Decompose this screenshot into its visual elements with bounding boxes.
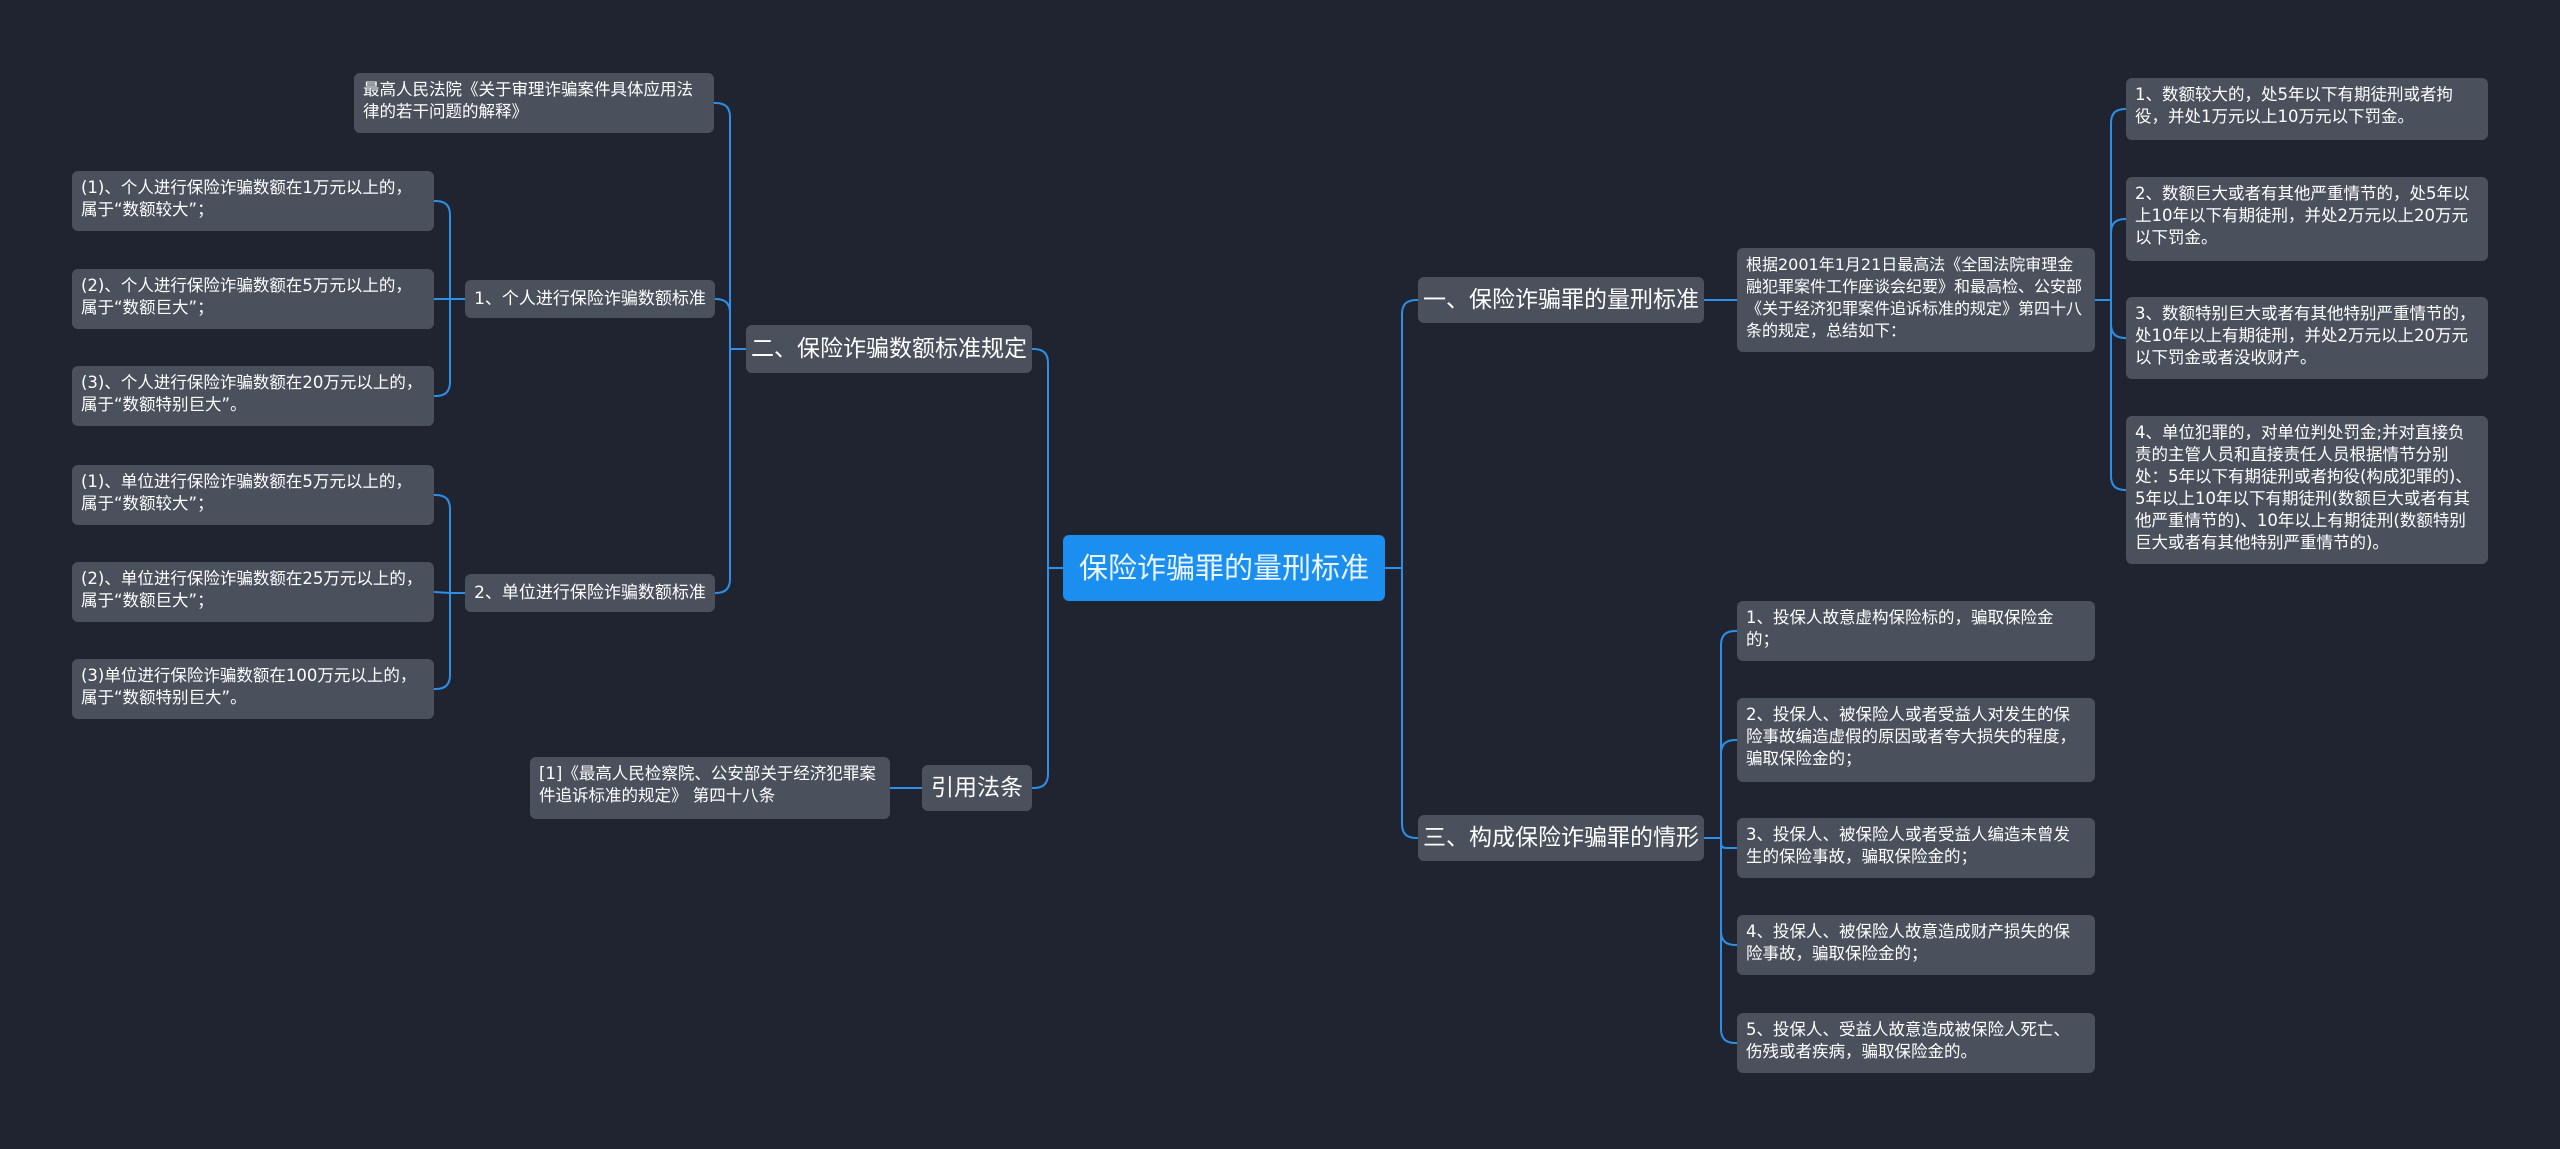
personal-item-2[interactable]: (2)、个人进行保险诈骗数额在5万元以上的，属于“数额巨大”； (72, 269, 434, 329)
unit-amount-standard[interactable]: 2、单位进行保险诈骗数额标准 (465, 574, 715, 612)
connector (2110, 300, 2126, 339)
personal-item-1[interactable]: (1)、个人进行保险诈骗数额在1万元以上的，属于“数额较大”； (72, 171, 434, 231)
connector (2110, 300, 2126, 491)
connector (1720, 739, 1737, 838)
connector (1720, 630, 1737, 838)
connector (1720, 838, 1737, 946)
amount-standard-source[interactable]: 最高人民法院《关于审理诈骗案件具体应用法律的若干问题的解释》 (354, 73, 714, 133)
branch-constituting-cases[interactable]: 三、构成保险诈骗罪的情形 (1418, 815, 1704, 861)
connector (2110, 218, 2126, 300)
branch-amount-standard[interactable]: 二、保险诈骗数额标准规定 (746, 325, 1032, 373)
connector (434, 200, 451, 299)
case-item-1[interactable]: 1、投保人故意虚构保险标的，骗取保险金的； (1737, 601, 2095, 661)
unit-item-1[interactable]: (1)、单位进行保险诈骗数额在5万元以上的，属于“数额较大”； (72, 465, 434, 525)
cited-law-item-1[interactable]: [1]《最高人民检察院、公安部关于经济犯罪案件追诉标准的规定》 第四十八条 (530, 757, 890, 819)
connector (1401, 299, 1418, 568)
connector (434, 593, 451, 690)
connector (433, 591, 451, 594)
case-item-4[interactable]: 4、投保人、被保险人故意造成财产损失的保险事故，骗取保险金的； (1737, 915, 2095, 975)
connector (1401, 568, 1418, 839)
sentencing-item-4[interactable]: 4、单位犯罪的，对单位判处罚金;并对直接负责的主管人员和直接责任人员根据情节分别… (2126, 416, 2488, 564)
connector (1032, 348, 1049, 568)
connector (1720, 838, 1737, 849)
connector (714, 102, 731, 349)
sentencing-item-3[interactable]: 3、数额特别巨大或者有其他特别严重情节的，处10年以上有期徒刑，并处2万元以上2… (2126, 297, 2488, 379)
branch-cited-laws[interactable]: 引用法条 (922, 765, 1032, 811)
unit-item-3[interactable]: (3)单位进行保险诈骗数额在100万元以上的，属于“数额特别巨大”。 (72, 659, 434, 719)
case-item-3[interactable]: 3、投保人、被保险人或者受益人编造未曾发生的保险事故，骗取保险金的； (1737, 818, 2095, 878)
case-item-5[interactable]: 5、投保人、受益人故意造成被保险人死亡、伤残或者疾病，骗取保险金的。 (1737, 1013, 2095, 1073)
connector (1720, 838, 1737, 1044)
unit-item-2[interactable]: (2)、单位进行保险诈骗数额在25万元以上的，属于“数额巨大”； (72, 562, 434, 622)
connector (1032, 568, 1049, 789)
sentencing-summary[interactable]: 根据2001年1月21日最高法《全国法院审理金融犯罪案件工作座谈会纪要》和最高检… (1737, 248, 2095, 352)
sentencing-item-1[interactable]: 1、数额较大的，处5年以下有期徒刑或者拘役，并处1万元以上10万元以下罚金。 (2126, 78, 2488, 140)
branch-sentencing-standard[interactable]: 一、保险诈骗罪的量刑标准 (1418, 277, 1704, 323)
personal-item-3[interactable]: (3)、个人进行保险诈骗数额在20万元以上的，属于“数额特别巨大”。 (72, 366, 434, 426)
case-item-2[interactable]: 2、投保人、被保险人或者受益人对发生的保险事故编造虚假的原因或者夸大损失的程度，… (1737, 698, 2095, 782)
connector (715, 298, 731, 349)
root-topic[interactable]: 保险诈骗罪的量刑标准 (1063, 535, 1385, 601)
connector (2110, 108, 2126, 300)
sentencing-item-2[interactable]: 2、数额巨大或者有其他严重情节的，处5年以上10年以下有期徒刑，并处2万元以上2… (2126, 177, 2488, 261)
connector (434, 299, 451, 397)
connector (434, 494, 451, 593)
connector (715, 349, 731, 594)
personal-amount-standard[interactable]: 1、个人进行保险诈骗数额标准 (465, 280, 715, 318)
